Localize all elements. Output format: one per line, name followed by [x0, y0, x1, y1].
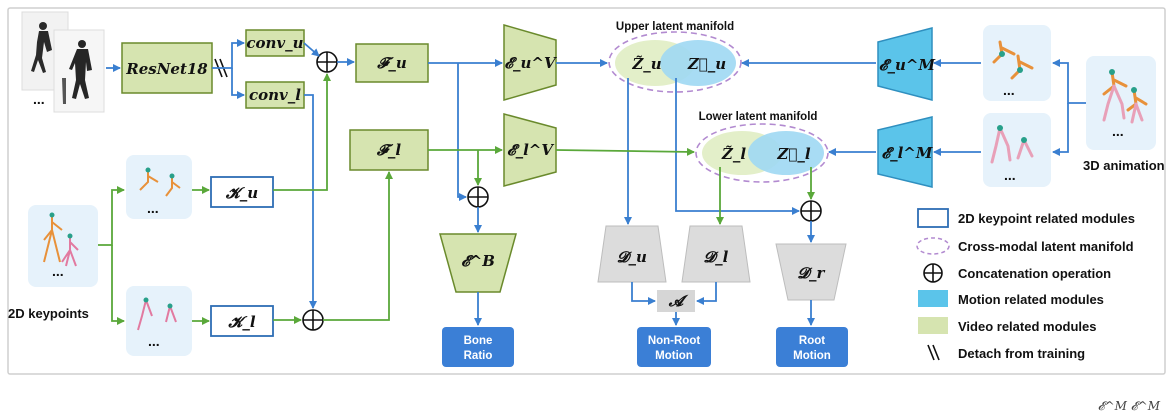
non-root-motion-output	[637, 327, 711, 367]
lower-keypoints-skeleton	[137, 297, 177, 331]
upper-keypoints-skeleton	[139, 167, 181, 197]
motion-module-swatch	[918, 290, 948, 307]
lower-keypoints-ellipsis: ...	[148, 333, 160, 349]
z-u-tilde-label: Z̃_u	[631, 55, 661, 73]
non-root-line2: Motion	[655, 350, 693, 362]
e-l-m-encoder	[877, 116, 933, 188]
concat-circle-plus	[923, 263, 943, 283]
d-l-decoder	[681, 225, 751, 283]
frames-ellipsis: ...	[33, 91, 45, 107]
video-module-swatch	[918, 317, 948, 334]
legend-item-3: Motion related modules	[958, 292, 1104, 307]
keypoints-2d-caption: 2D keypoints	[8, 306, 89, 321]
legend-item-5: Detach from training	[958, 346, 1085, 361]
d-u-label: 𝓓_u	[617, 248, 647, 266]
concat-upper-left	[316, 51, 338, 73]
animation-3d-caption: 3D animation	[1083, 158, 1165, 173]
z-l-vec-label: Z⃗_l	[776, 145, 810, 163]
k-l-block	[210, 305, 274, 337]
legend-item-2: Concatenation operation	[958, 266, 1111, 281]
concat-bone	[467, 186, 489, 208]
detach-double-slash	[927, 344, 940, 361]
lower-manifold-motion-region	[748, 131, 824, 175]
upper-keypoints-ellipsis: ...	[147, 200, 159, 216]
conv-l-label: conv_l	[249, 86, 301, 104]
upper-manifold-motion-region	[660, 40, 736, 86]
e-b-encoder	[439, 233, 517, 293]
z-u-vec-label: Z⃗_u	[687, 55, 726, 73]
f-l-label: 𝓕_l	[376, 141, 402, 159]
keypoint-module-swatch	[917, 208, 949, 228]
bone-ratio-output	[442, 327, 514, 367]
z-l-tilde-label: Z̃_l	[721, 145, 746, 163]
cutoff-caption-fragment: 𝓔^M 𝓔^M	[1098, 399, 1161, 413]
f-l-block	[349, 129, 429, 171]
f-u-label: 𝓕_u	[376, 54, 407, 72]
f-u-block	[355, 43, 429, 83]
video-frames-image: ...	[21, 11, 105, 113]
lower-keypoints-panel	[126, 286, 192, 356]
keypoints-2d-skeleton	[43, 212, 79, 267]
concat-lower-left	[302, 309, 324, 331]
root-line2: Motion	[793, 350, 831, 362]
root-motion-output	[776, 327, 848, 367]
bone-ratio-line1: Bone	[464, 335, 493, 347]
lower-manifold-caption: Lower latent manifold	[699, 111, 818, 123]
d-r-label: 𝓓_r	[798, 264, 826, 282]
e-u-m-encoder	[877, 27, 933, 101]
manifold-ellipse-swatch	[916, 237, 950, 255]
d-l-label: 𝓓_l	[704, 248, 729, 266]
concat-root	[800, 200, 822, 222]
a-block	[657, 290, 695, 312]
upper-animation-ellipsis: ...	[1003, 82, 1015, 98]
k-u-block	[210, 176, 274, 208]
upper-animation-skeleton	[992, 40, 1034, 80]
d-u-decoder	[597, 225, 667, 283]
legend-item-0: 2D keypoint related modules	[958, 211, 1135, 226]
lower-animation-ellipsis: ...	[1004, 167, 1016, 183]
k-u-label: 𝓚_u	[225, 184, 258, 202]
resnet18-label: ResNet18	[125, 60, 208, 78]
lower-animation-skeleton	[990, 125, 1034, 164]
non-root-line1: Non-Root	[648, 335, 701, 347]
upper-manifold-caption: Upper latent manifold	[616, 21, 734, 33]
legend-item-4: Video related modules	[958, 319, 1096, 334]
keypoints-2d-panel	[28, 205, 98, 287]
e-l-m-label: 𝓔_l^M	[882, 144, 933, 162]
legend: 2D keypoint related modules Cross-modal …	[916, 208, 1135, 361]
full-animation-ellipsis: ...	[1112, 123, 1124, 139]
keypoints-ellipsis: ...	[52, 263, 64, 279]
flow-arrows	[98, 39, 1086, 326]
d-r-decoder	[775, 243, 847, 301]
legend-item-1: Cross-modal latent manifold	[958, 239, 1134, 254]
e-u-v-label: 𝓔_u^V	[504, 54, 557, 72]
bone-ratio-line2: Ratio	[464, 350, 493, 362]
conv-u-block	[245, 29, 305, 57]
e-u-v-encoder	[503, 24, 557, 101]
k-l-label: 𝓚_l	[227, 313, 255, 331]
upper-keypoints-panel	[126, 155, 192, 219]
root-line1: Root	[799, 335, 825, 347]
e-l-v-label: 𝓔_l^V	[507, 141, 554, 159]
lower-animation-panel	[983, 113, 1051, 187]
e-l-v-encoder	[503, 113, 557, 187]
conv-u-label: conv_u	[246, 34, 303, 52]
full-animation-skeleton	[1102, 69, 1148, 124]
e-b-label: 𝓔^B	[461, 252, 495, 270]
conv-l-block	[245, 81, 305, 109]
e-u-m-label: 𝓔_u^M	[879, 56, 936, 74]
